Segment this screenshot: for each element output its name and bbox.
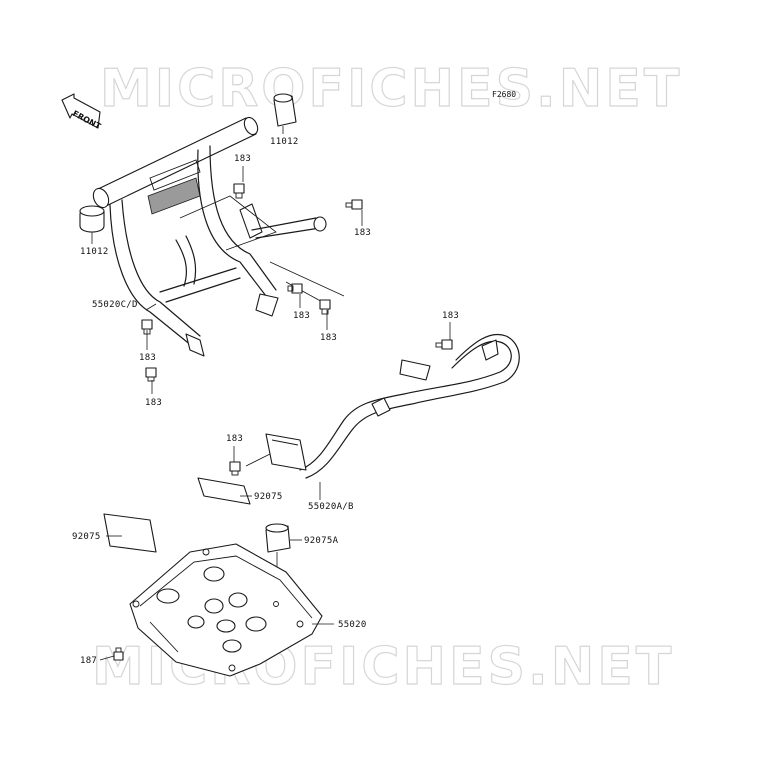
label-collar: 92075A <box>304 536 339 546</box>
label-cap-left: 11012 <box>80 247 109 257</box>
label-bolt-b: 183 <box>354 228 371 238</box>
bolt-icon-6 <box>145 367 157 382</box>
bolt-icon-8 <box>229 461 241 476</box>
cap-left <box>79 205 105 233</box>
front-guard-assembly <box>92 116 345 357</box>
bolt-icon-4 <box>319 299 331 315</box>
label-bolt-c: 183 <box>293 311 310 321</box>
label-bolt-f: 183 <box>145 398 162 408</box>
figure-code: F2680 <box>492 90 516 99</box>
pad-left <box>103 513 157 553</box>
leader-lines <box>91 126 451 661</box>
bolt-icon-1 <box>233 183 245 199</box>
label-bolt-g: 183 <box>442 311 459 321</box>
watermark-top: MICROFICHES.NET <box>100 59 682 119</box>
cap-right <box>273 93 297 127</box>
label-pad-left: 92075 <box>72 532 101 542</box>
label-pad-upper: 92075 <box>254 492 283 502</box>
label-bolt-e: 183 <box>139 353 156 363</box>
label-bolt-d: 183 <box>320 333 337 343</box>
label-front-guard: 55020C/D <box>92 300 138 310</box>
pad-upper <box>197 477 251 505</box>
rear-guard-assembly <box>245 333 520 500</box>
bolt-icon-2 <box>345 199 363 210</box>
label-plate-bolt: 187 <box>80 656 97 666</box>
label-bolt-h: 183 <box>226 434 243 444</box>
front-arrow-icon: FRONT <box>61 93 103 131</box>
label-skid-plate: 55020 <box>338 620 367 630</box>
label-cap-right: 11012 <box>270 137 299 147</box>
bolt-icon-7 <box>435 339 453 350</box>
bolt-icon-3 <box>287 283 303 294</box>
skid-plate <box>129 543 323 677</box>
label-bolt-a: 183 <box>234 154 251 164</box>
label-rear-guard: 55020A/B <box>308 502 354 512</box>
